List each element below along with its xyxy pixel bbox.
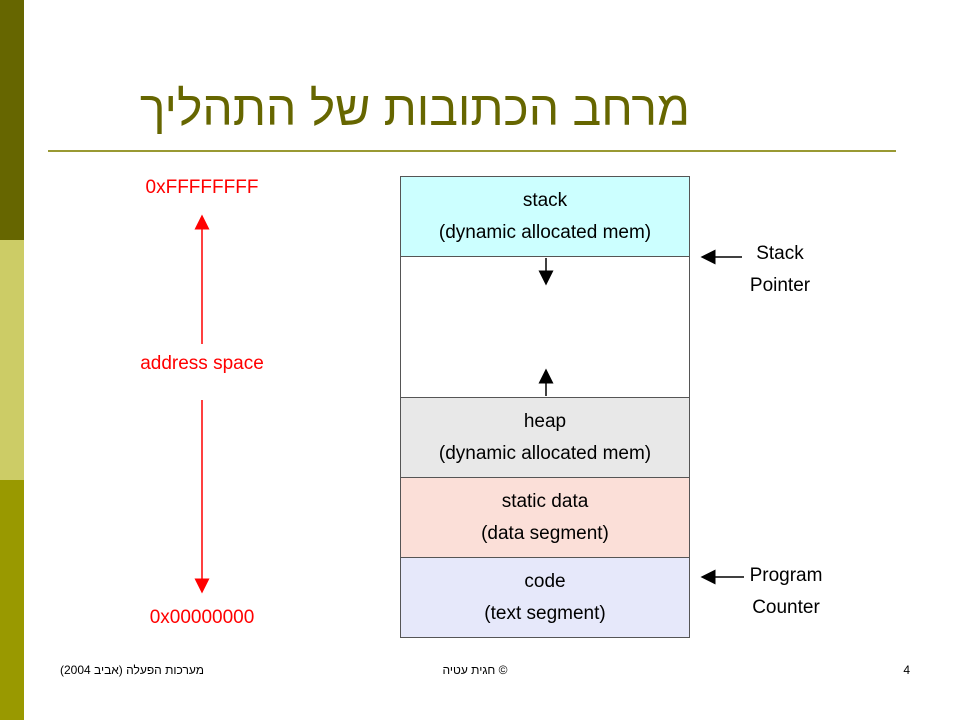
program-counter-line1: Program: [749, 565, 823, 586]
static-data-segment-title: static data: [501, 490, 589, 512]
bottom-address-label: 0x00000000: [149, 607, 255, 628]
sidebar-band-top: [0, 0, 24, 240]
stack-pointer-label: Stack Pointer: [738, 238, 822, 302]
title-underline: [48, 150, 896, 152]
footer-course: מערכות הפעלה (אביב 2004): [60, 663, 204, 677]
address-space-label: address space: [140, 353, 264, 374]
footer-page-number: 4: [903, 663, 910, 677]
program-counter-label: Program Counter: [740, 560, 832, 624]
program-counter-line2: Counter: [752, 597, 820, 618]
code-segment-title: code: [524, 570, 566, 592]
slide-title: מרחב הכתובות של התהליך: [139, 83, 690, 136]
sidebar-band-middle: [0, 240, 24, 480]
stack-segment-title: stack: [522, 189, 568, 211]
code-segment: code (text segment): [400, 557, 690, 638]
heap-segment: heap (dynamic allocated mem): [400, 397, 690, 478]
stack-pointer-line2: Pointer: [749, 275, 811, 296]
heap-segment-title: heap: [523, 410, 567, 432]
top-address-label: 0xFFFFFFFF: [145, 177, 259, 198]
sidebar-band-bottom: [0, 480, 24, 720]
code-segment-subtitle: (text segment): [484, 602, 606, 624]
stack-segment-subtitle: (dynamic allocated mem): [438, 221, 652, 243]
stack-pointer-line1: Stack: [756, 243, 804, 264]
footer-author: © חגית עטיה: [442, 663, 508, 677]
stack-segment: stack (dynamic allocated mem): [400, 176, 690, 257]
heap-segment-subtitle: (dynamic allocated mem): [438, 442, 652, 464]
static-data-segment-subtitle: (data segment): [481, 522, 609, 544]
